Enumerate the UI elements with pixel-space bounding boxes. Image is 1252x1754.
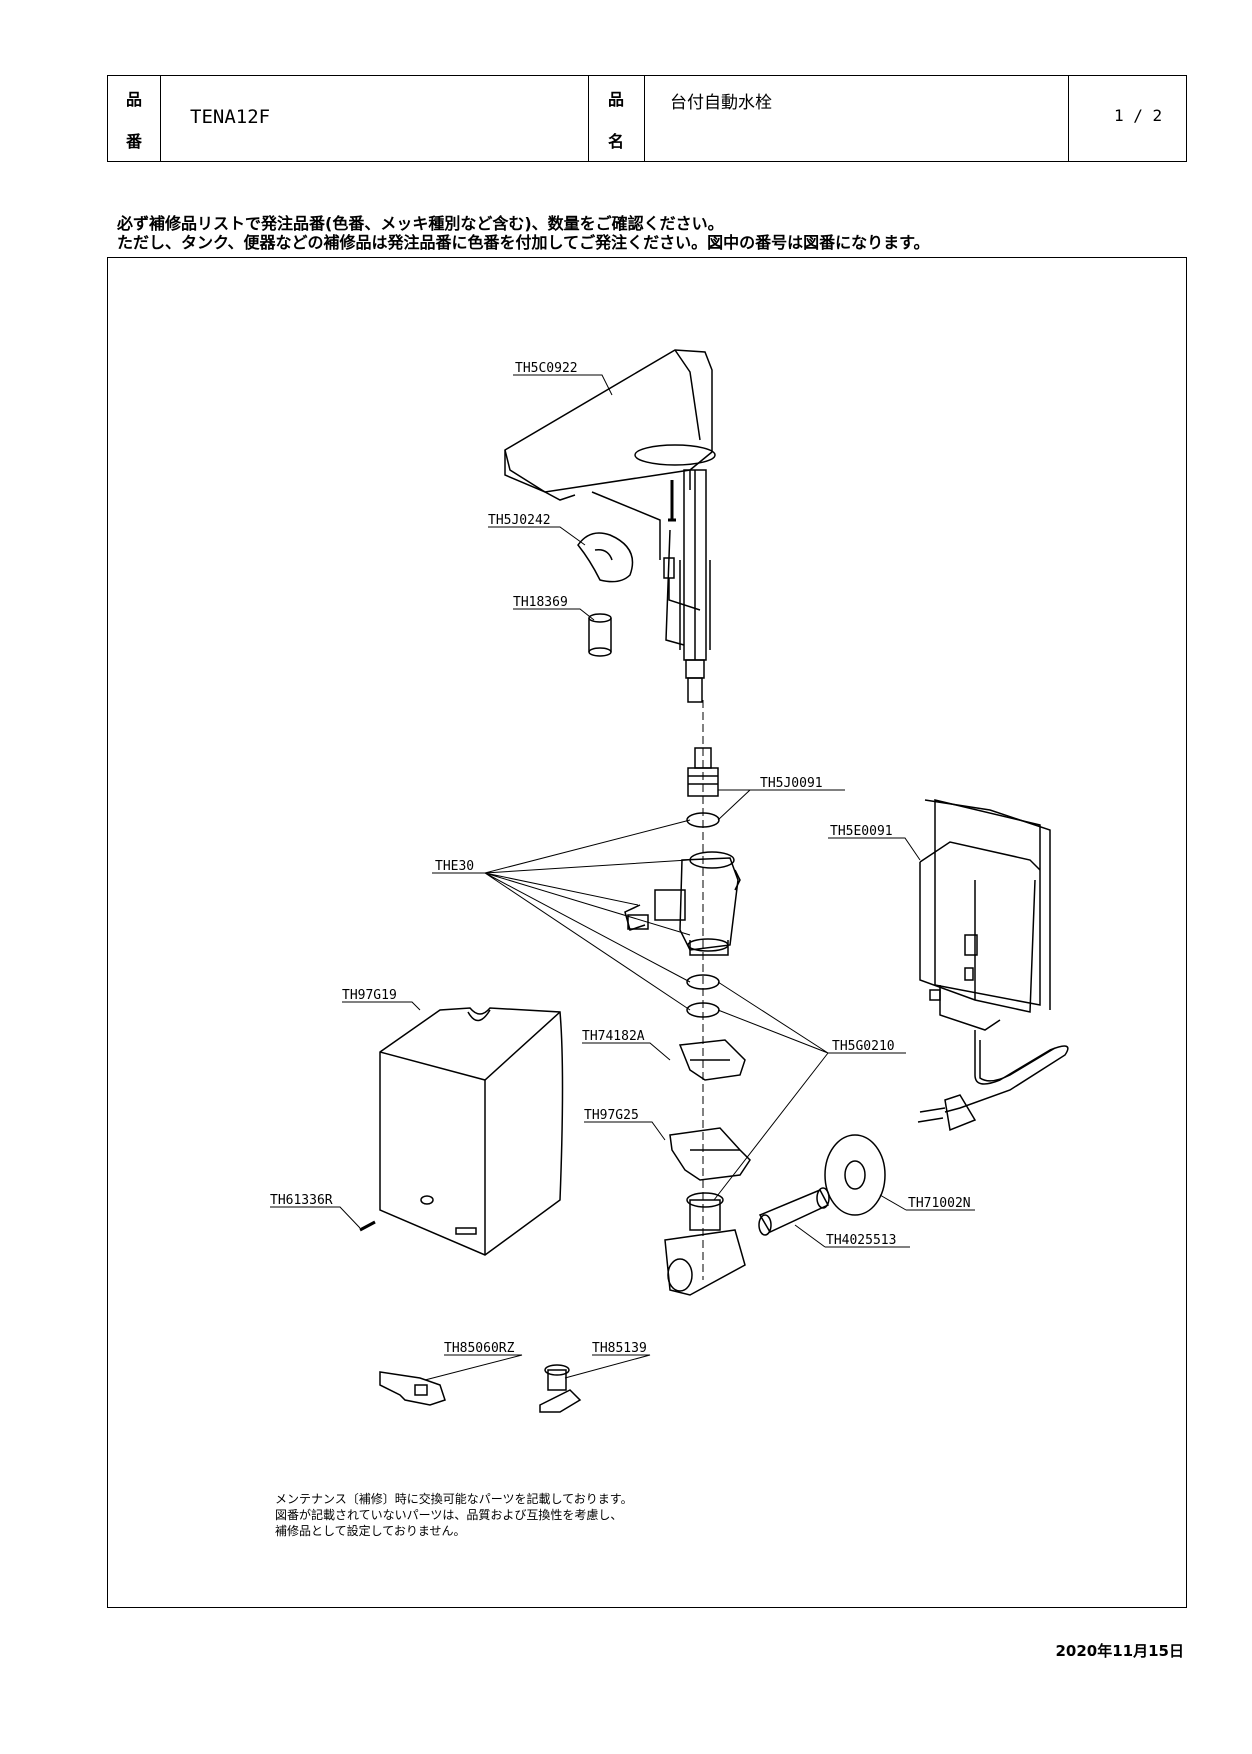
part-label-TH71002N: TH71002N (908, 1196, 971, 1211)
cover-drawing (379, 1007, 564, 1256)
page-number: 1 / 2 (1114, 106, 1163, 125)
faucet-shaft-drawing (665, 469, 711, 703)
order-note-2: ただし、タンク、便器などの補修品は発注品番に色番を付加してご発注ください。図中の… (117, 233, 930, 252)
part-label-TH5E0091: TH5E0091 (830, 824, 893, 839)
control-box-drawing (919, 799, 1051, 1031)
part-label-TH5J0091: TH5J0091 (760, 776, 823, 791)
part-no-label-bottom: 番 (126, 132, 143, 151)
part-label-TH5J0242: TH5J0242 (488, 513, 551, 528)
part-no-label-top: 品 (126, 90, 143, 109)
maintenance-note-3: 補修品として設定しておりません。 (275, 1524, 466, 1538)
angle-valve-drawing (664, 1192, 746, 1296)
bracket-2-drawing (669, 1127, 751, 1181)
part-label-TH5C0922: TH5C0922 (515, 361, 578, 376)
sensor-cable-drawing (591, 491, 701, 611)
handle-drawing (539, 1364, 582, 1413)
issue-date: 2020年11月15日 (1055, 1642, 1185, 1660)
part-label-TH97G25: TH97G25 (584, 1108, 639, 1123)
part-label-TH4025513: TH4025513 (826, 1233, 896, 1248)
screw-drawing (359, 1220, 376, 1232)
bracket-1-drawing (678, 1039, 746, 1081)
order-note-1: 必ず補修品リストで発注品番(色番、メッキ種別など含む)、数量をご確認ください。 (117, 214, 724, 233)
part-label-TH5G0210: TH5G0210 (832, 1039, 895, 1054)
product-name: 台付自動水栓 (670, 93, 772, 113)
power-cord-drawing (917, 1030, 1069, 1132)
part-label-TH61336R: TH61336R (270, 1193, 333, 1208)
part-number: TENA12F (190, 106, 271, 128)
part-label-TH18369: TH18369 (513, 595, 568, 610)
faucet-spout-drawing (504, 349, 716, 501)
o-ring-2-drawing (686, 974, 720, 990)
title-block: 品 番 TENA12F 品 名 台付自動水栓 1 / 2 (107, 75, 1187, 162)
horseshoe-clip-drawing (577, 532, 634, 583)
fitting-drawing (687, 747, 719, 797)
part-label-TH74182A: TH74182A (582, 1029, 645, 1044)
solenoid-valve-drawing (624, 851, 741, 956)
part-label-TH85060RZ: TH85060RZ (444, 1341, 515, 1356)
part-label-TH97G19: TH97G19 (342, 988, 397, 1003)
part-label-THE30: THE30 (435, 859, 474, 874)
cylinder-part-drawing (588, 613, 612, 657)
flange-drawing (824, 1134, 886, 1216)
part-label-TH85139: TH85139 (592, 1341, 647, 1356)
name-label-top: 品 (608, 90, 625, 109)
maintenance-note-2: 図番が記載されていないパーツは、品質および互換性を考慮し、 (275, 1508, 623, 1522)
name-label-bottom: 名 (608, 132, 625, 151)
o-ring-1-drawing (686, 812, 720, 828)
key-drawing (379, 1371, 446, 1406)
nipple-drawing (758, 1187, 830, 1236)
maintenance-note-1: メンテナンス〔補修〕時に交換可能なパーツを記載しております。 (275, 1492, 633, 1506)
diagram-frame (107, 257, 1187, 1608)
